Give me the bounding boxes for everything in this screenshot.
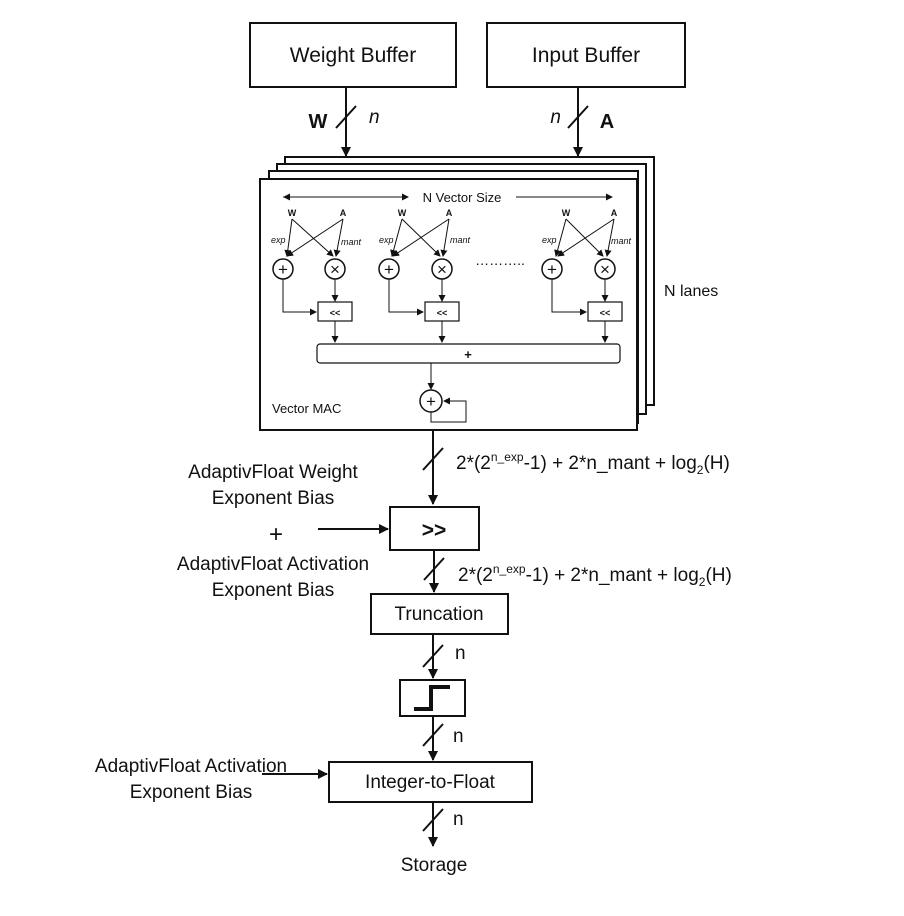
lane-3-exp-label: exp — [542, 235, 557, 245]
weight-bus-symbol: W — [309, 111, 328, 133]
lane-1-shift-symbol: << — [330, 308, 341, 318]
n-lanes-label: N lanes — [664, 283, 718, 300]
lane-1-w-label: W — [288, 208, 297, 218]
input-bus-width: n — [550, 107, 561, 128]
weight-bus-slash — [335, 105, 357, 129]
int-to-float-label: Integer-to-Float — [365, 772, 496, 793]
mac-output-width: 2*(2n_exp-1) + 2*n_mant + log2(H) — [456, 450, 730, 477]
shifter-output-width: 2*(2n_exp-1) + 2*n_mant + log2(H) — [458, 562, 732, 589]
step-output-width: n — [453, 726, 464, 747]
lane-3-mant-label: mant — [611, 236, 632, 246]
lane-2-shift-symbol: << — [437, 308, 448, 318]
mac-output-slash — [422, 447, 444, 471]
accumulator-feedback — [430, 397, 467, 423]
itf-bias-line2: Exponent Bias — [130, 782, 253, 803]
truncation-label: Truncation — [394, 604, 483, 625]
adder-tree-label: + — [464, 347, 472, 362]
lane-3-times-symbol: × — [600, 260, 610, 279]
weight-buffer-label: Weight Buffer — [290, 44, 416, 67]
lane-3-a-label: A — [611, 208, 618, 218]
mac-lane-2: W A exp mant + × << — [378, 208, 471, 343]
itf-bias-line1: AdaptivFloat Activation — [95, 756, 287, 777]
lane-2-plus-symbol: + — [384, 260, 394, 279]
vector-size-arrowhead-left — [283, 193, 290, 201]
mac-lane-3: W A exp mant + × << — [541, 208, 632, 343]
lane-1-plus-symbol: + — [278, 260, 288, 279]
lane-2-exp-label: exp — [379, 235, 394, 245]
input-buffer-box — [486, 22, 686, 88]
lane-3-w-label: W — [562, 208, 571, 218]
input-bus-symbol: A — [600, 111, 614, 133]
shifter-symbol: >> — [422, 519, 447, 542]
lane-2-w-label: W — [398, 208, 407, 218]
act-bias-line1: AdaptivFloat Activation — [177, 554, 369, 575]
lane-1-exp-label: exp — [271, 235, 286, 245]
weight-bias-line2: Exponent Bias — [212, 488, 335, 509]
shifter-output-slash — [423, 557, 445, 581]
weight-bus-width: n — [369, 107, 380, 128]
lane-3-plus-symbol: + — [547, 260, 557, 279]
adder-tree — [316, 343, 621, 364]
lane-1-mant-label: mant — [341, 237, 362, 247]
weight-bias-line1: AdaptivFloat Weight — [188, 462, 358, 483]
lane-1-times-symbol: × — [330, 260, 340, 279]
int-to-float-box — [328, 761, 533, 803]
mac-lane-1: W A exp mant + × << — [271, 208, 362, 343]
itf-output-slash — [422, 808, 444, 832]
step-output-slash — [422, 723, 444, 747]
lane-2-times-symbol: × — [437, 260, 447, 279]
step-function-icon — [414, 685, 450, 711]
bias-plus: + — [269, 521, 283, 548]
lane-2-mant-label: mant — [450, 235, 471, 245]
vector-size-label: N Vector Size — [423, 190, 502, 205]
truncation-output-slash — [422, 644, 444, 668]
lane-1-a-label: A — [340, 208, 347, 218]
act-bias-line2: Exponent Bias — [212, 580, 335, 601]
weight-buffer-box — [249, 22, 457, 88]
lane-2-a-label: A — [446, 208, 453, 218]
vector-mac-title: Vector MAC — [272, 401, 341, 416]
lane-ellipsis: ……….. — [475, 252, 525, 268]
input-buffer-label: Input Buffer — [532, 44, 640, 67]
storage-label: Storage — [401, 855, 468, 876]
truncation-output-width: n — [455, 643, 466, 664]
lane-3-shift-symbol: << — [600, 308, 611, 318]
accumulator-plus-symbol: + — [426, 392, 436, 411]
itf-output-width: n — [453, 809, 464, 830]
truncation-box — [370, 593, 509, 635]
input-bus-slash — [567, 105, 589, 129]
